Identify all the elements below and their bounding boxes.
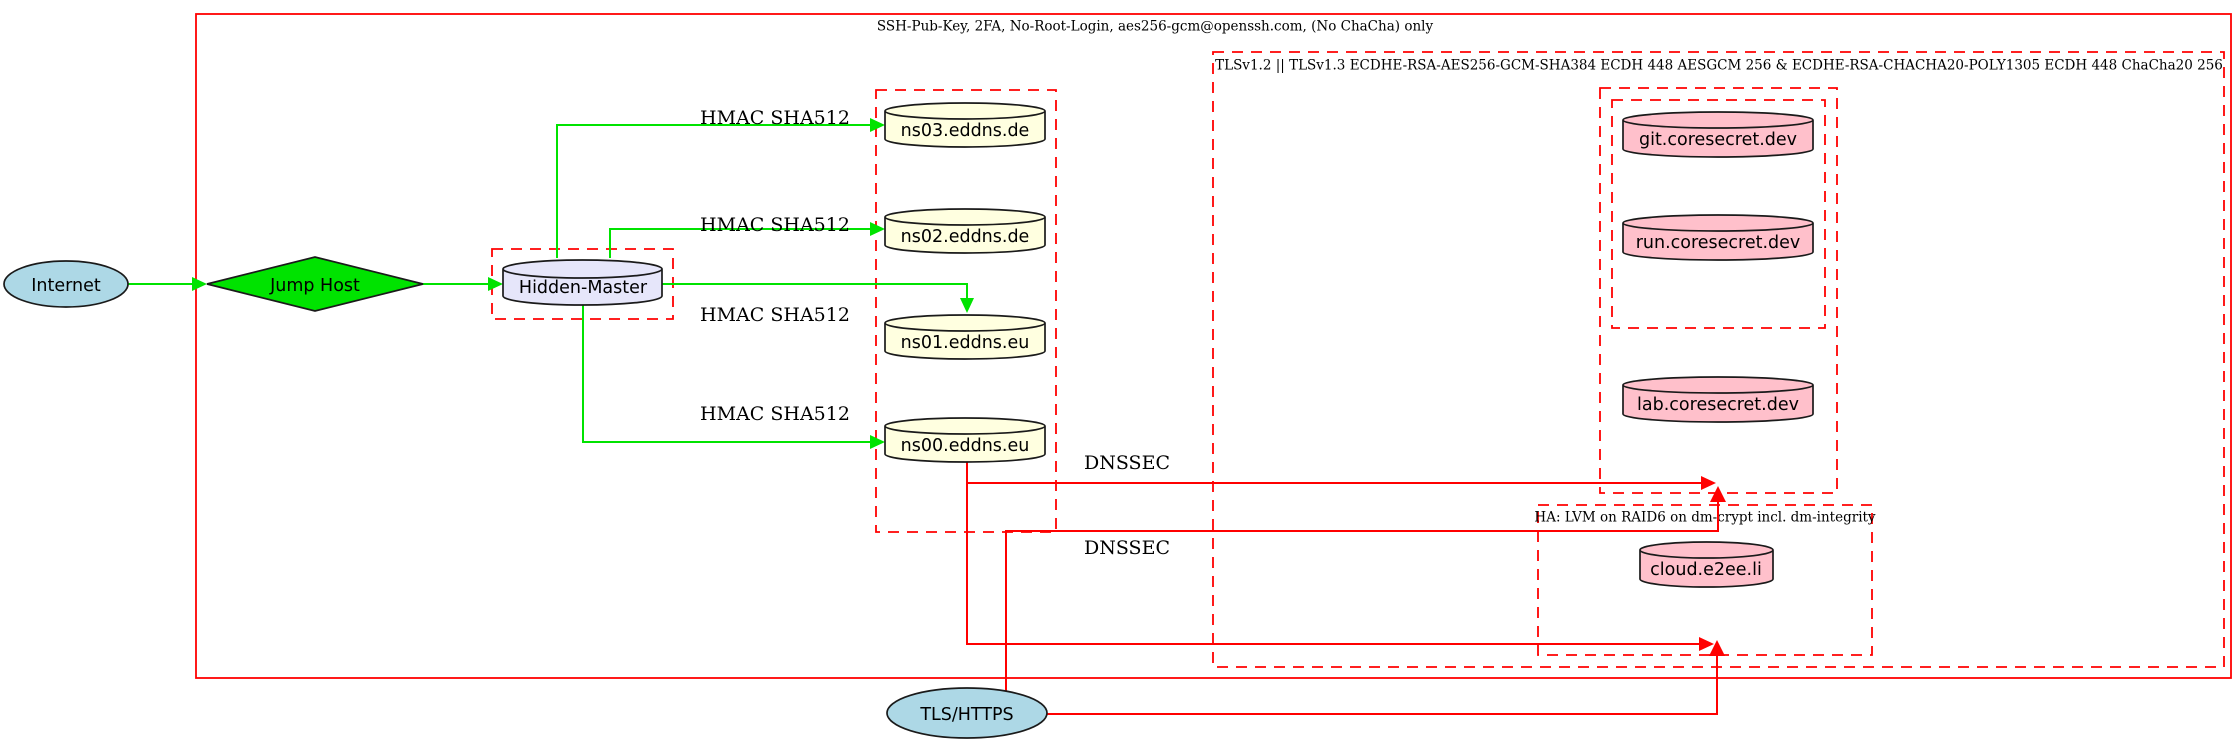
arrowhead-ns01 <box>960 298 974 313</box>
dnssec-label-bottom: DNSSEC <box>1084 537 1170 559</box>
tls-https-node-label: TLS/HTTPS <box>919 705 1013 725</box>
jump-host-node <box>206 256 424 312</box>
ha-cluster-label: HA: LVM on RAID6 on dm-crypt incl. dm-in… <box>1534 510 1876 526</box>
tls-cluster-label: TLSv1.2 || TLSv1.3 ECDHE-RSA-AES256-GCM-… <box>1215 58 2223 74</box>
tls-cluster-box <box>1212 51 2225 668</box>
ns02-node <box>884 208 1046 254</box>
hidden-master-node-label: Hidden-Master <box>519 278 648 298</box>
arrowhead-tls-coresecret <box>1710 486 1726 502</box>
edge-hmac-ns00 <box>582 303 870 443</box>
hmac-sha512-label-ns03: HMAC SHA512 <box>700 107 850 129</box>
arrowhead-ns00 <box>870 435 885 449</box>
coresecret-inner-box <box>1611 99 1826 329</box>
edge-tls-coresecret <box>1005 502 1719 691</box>
ns02-node-label: ns02.eddns.de <box>901 227 1030 247</box>
internet-node-label: Internet <box>31 276 101 296</box>
tls-https-node <box>886 687 1048 739</box>
lab-coresecret-node <box>1622 376 1814 423</box>
ns03-node-label: ns03.eddns.de <box>901 121 1030 141</box>
jump-host-node-label: Jump Host <box>269 276 360 296</box>
arrowhead-ns02 <box>870 222 885 236</box>
edge-hmac-ns02 <box>609 228 870 258</box>
git-coresecret-node <box>1622 111 1814 158</box>
arrowhead-jumphost <box>192 277 207 291</box>
arrowhead-ns03 <box>870 118 885 132</box>
run-coresecret-node-label: run.coresecret.dev <box>1636 233 1801 253</box>
run-coresecret-node <box>1622 214 1814 261</box>
lab-coresecret-node-label: lab.coresecret.dev <box>1637 395 1799 415</box>
ssh-cluster-label: SSH-Pub-Key, 2FA, No-Root-Login, aes256-… <box>877 19 1434 35</box>
hmac-sha512-label-ns01: HMAC SHA512 <box>700 304 850 326</box>
ns03-node <box>884 102 1046 148</box>
arrowhead-dnssec-coresecret <box>1701 476 1716 490</box>
cloud-e2ee-node <box>1639 541 1774 588</box>
ssh-cluster-box <box>195 13 2232 679</box>
red-edges <box>966 462 1726 715</box>
hidden-master-node <box>502 259 663 306</box>
arrowhead-hiddenmaster <box>488 277 503 291</box>
edge-hmac-ns03 <box>556 124 870 258</box>
internet-node <box>3 260 129 308</box>
dnssec-label-top: DNSSEC <box>1084 452 1170 474</box>
hmac-sha512-label-ns00: HMAC SHA512 <box>700 403 850 425</box>
hmac-sha512-label-ns02: HMAC SHA512 <box>700 214 850 236</box>
green-edges <box>128 118 974 449</box>
arrowhead-tls-ha <box>1709 640 1725 656</box>
edge-dnssec-coresecret <box>966 462 1702 484</box>
ns01-node-label: ns01.eddns.eu <box>901 333 1030 353</box>
edge-hmac-ns01 <box>662 283 968 298</box>
arrowhead-dnssec-ha <box>1699 637 1714 651</box>
git-coresecret-node-label: git.coresecret.dev <box>1639 130 1797 150</box>
cloud-e2ee-node-label: cloud.e2ee.li <box>1650 560 1762 580</box>
ns00-node-label: ns00.eddns.eu <box>901 436 1030 456</box>
ns01-node <box>884 314 1046 360</box>
edge-tls-ha <box>1045 656 1718 715</box>
edge-dnssec-ha <box>966 483 1700 645</box>
ns00-node <box>884 417 1046 463</box>
ha-cluster-box <box>1537 504 1873 656</box>
